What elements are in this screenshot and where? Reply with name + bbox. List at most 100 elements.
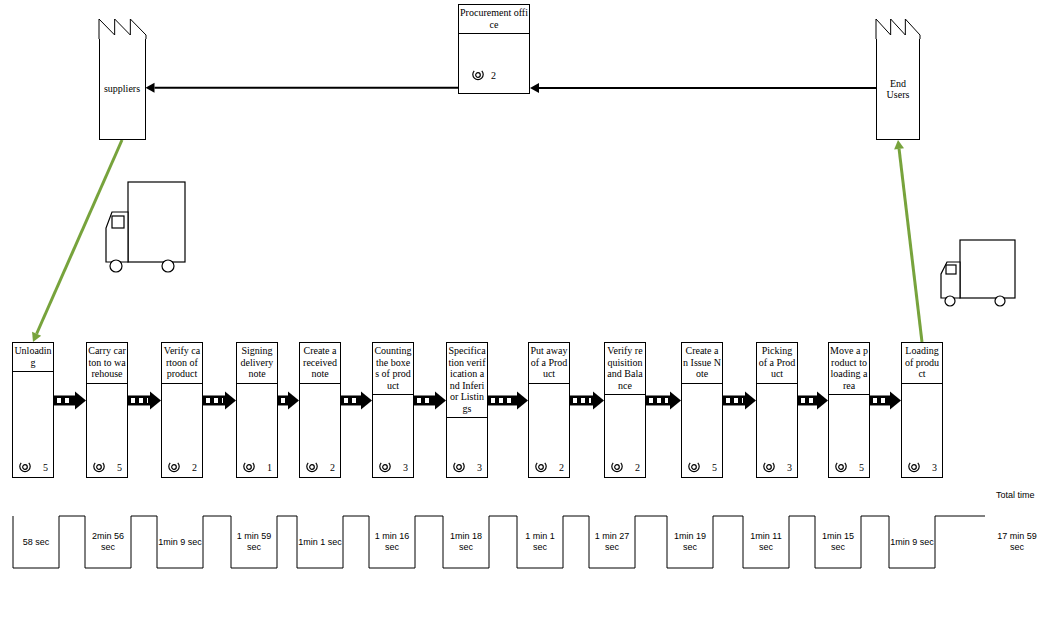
push-arrow xyxy=(870,391,901,409)
time-label: 1min 11 sec xyxy=(744,531,788,553)
push-arrow xyxy=(341,391,372,409)
operator-icon xyxy=(687,459,701,473)
information-arrow xyxy=(146,83,459,93)
step-title: Procurement office xyxy=(459,5,529,34)
process-box: Verify cartoon of product2 xyxy=(161,342,203,478)
operator-count: 1 xyxy=(267,462,272,474)
push-arrow xyxy=(54,391,86,409)
time-label: 1 min 16 sec xyxy=(370,531,414,553)
step-title: Create an Issue Note xyxy=(682,343,722,384)
operator-icon xyxy=(92,459,106,473)
process-box: Counting the boxes of product 3 xyxy=(372,342,414,478)
step-title: Move a product to loading area xyxy=(829,343,869,395)
time-label: 1min 19 sec xyxy=(668,531,712,553)
step-title: Signing delivery note xyxy=(237,343,277,384)
process-box: Carry carton to warehouse 5 xyxy=(86,342,128,478)
operator-count: 2 xyxy=(330,462,335,474)
operator-count: 2 xyxy=(491,70,496,82)
process-box: Procurement office 2 xyxy=(458,4,530,94)
operator-count: 3 xyxy=(477,462,482,474)
time-label: 17 min 59 sec xyxy=(989,531,1045,553)
time-label: 1min 18 sec xyxy=(444,531,488,553)
step-title: Picking of a Product xyxy=(757,343,797,384)
material-flow-arrow xyxy=(32,140,122,342)
process-box: Specification verification and Inferior … xyxy=(446,342,488,478)
arrow-head xyxy=(361,391,372,409)
push-arrow xyxy=(570,391,604,409)
time-label: 1min 1 sec xyxy=(298,537,342,548)
factory-box: End Users xyxy=(876,38,920,140)
node-label: End Users xyxy=(877,78,919,101)
node-label: suppliers xyxy=(102,83,142,95)
timeline-line xyxy=(13,516,985,568)
operator-icon xyxy=(762,459,776,473)
operator-icon xyxy=(471,67,485,81)
time-label: 1 min 1 sec xyxy=(518,531,562,553)
arrow-head xyxy=(530,83,539,93)
time-label: Total time xyxy=(996,490,1035,501)
arrow-head xyxy=(225,391,236,409)
operator-icon xyxy=(167,459,181,473)
material-flow-arrow xyxy=(894,140,922,342)
arrow-head xyxy=(745,391,756,409)
arrow-head xyxy=(817,391,828,409)
operator-count: 5 xyxy=(712,462,717,474)
factory-roof xyxy=(876,17,920,39)
push-arrow xyxy=(798,391,828,409)
time-label: 1min 9 sec xyxy=(890,537,934,548)
operator-count: 2 xyxy=(559,462,564,474)
operator-icon xyxy=(242,459,256,473)
operator-icon xyxy=(452,459,466,473)
push-arrow xyxy=(723,391,756,409)
process-box: Create an Issue Note 5 xyxy=(681,342,723,478)
push-arrow xyxy=(488,391,528,409)
step-title: Verify requisition and Balance xyxy=(605,343,645,395)
step-title: Specification verification and Inferior … xyxy=(447,343,487,418)
operator-count: 5 xyxy=(859,462,864,474)
push-arrow xyxy=(646,391,681,409)
process-box: Picking of a Product 3 xyxy=(756,342,798,478)
step-title: Verify cartoon of product xyxy=(162,343,202,384)
step-title: Carry carton to warehouse xyxy=(87,343,127,384)
operator-icon xyxy=(378,459,392,473)
step-title: Loading of product xyxy=(902,343,942,384)
operator-icon xyxy=(18,459,32,473)
arrow-head xyxy=(894,140,904,150)
step-title: Unloading xyxy=(13,343,53,372)
operator-count: 5 xyxy=(117,462,122,474)
push-arrow xyxy=(414,391,446,409)
process-box: Put away of a Product 2 xyxy=(528,342,570,478)
arrow-head xyxy=(75,391,86,409)
arrow-head xyxy=(288,391,299,409)
arrow-head xyxy=(435,391,446,409)
time-label: 2min 56 sec xyxy=(86,531,130,553)
step-title: Put away of a Product xyxy=(529,343,569,384)
factory-roof xyxy=(99,17,146,39)
arrow-head xyxy=(670,391,681,409)
operator-icon xyxy=(907,459,921,473)
step-title: Counting the boxes of product xyxy=(373,343,413,395)
time-label: 1min 9 sec xyxy=(158,537,202,548)
operator-count: 3 xyxy=(932,462,937,474)
factory-box: suppliers xyxy=(99,38,146,140)
operator-count: 3 xyxy=(403,462,408,474)
step-title: Create a received note xyxy=(300,343,340,384)
arrow-head xyxy=(146,83,155,93)
truck-icon xyxy=(941,240,1015,306)
process-box: Unloading 5 xyxy=(12,342,54,478)
time-label: 1 min 27 sec xyxy=(590,531,634,553)
operator-icon xyxy=(534,459,548,473)
operator-count: 2 xyxy=(635,462,640,474)
operator-count: 5 xyxy=(43,462,48,474)
arrow-head xyxy=(890,391,901,409)
arrow-head xyxy=(517,391,528,409)
time-label: 1 min 59 sec xyxy=(232,531,276,553)
push-arrow xyxy=(128,391,161,409)
operator-count: 3 xyxy=(787,462,792,474)
operator-icon xyxy=(834,459,848,473)
arrow-head xyxy=(593,391,604,409)
process-box: Move a product to loading area 5 xyxy=(828,342,870,478)
information-arrow xyxy=(530,83,876,93)
operator-icon xyxy=(305,459,319,473)
process-box: Signing delivery note 1 xyxy=(236,342,278,478)
